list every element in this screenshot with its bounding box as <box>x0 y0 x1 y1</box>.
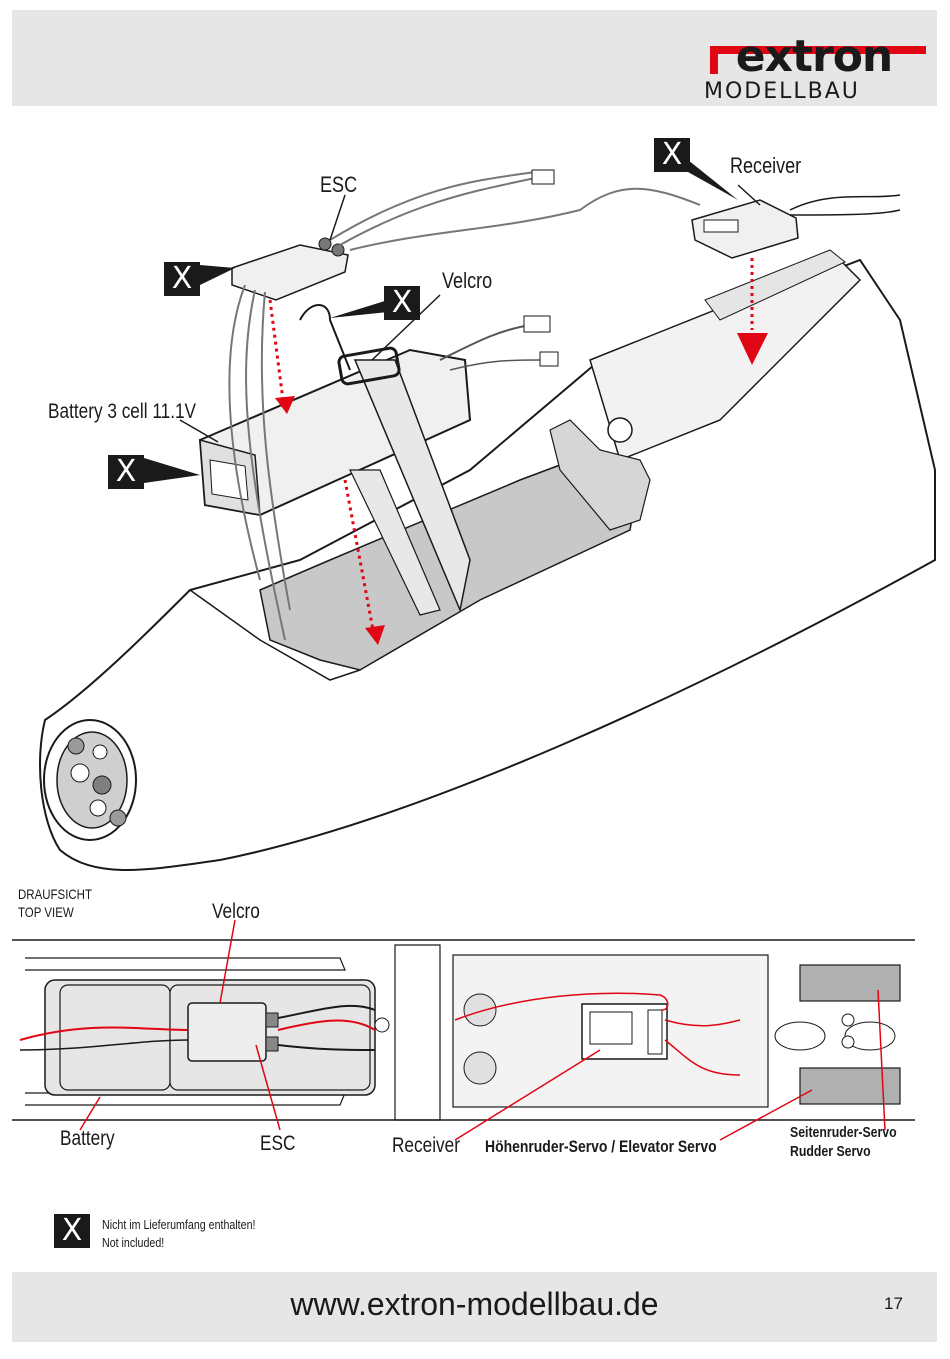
page-number: 17 <box>884 1294 903 1314</box>
label-esc-top: ESC <box>260 1132 295 1156</box>
label-receiver-top: Receiver <box>392 1134 460 1158</box>
legend-text-de: Nicht im Lieferumfang enthalten! <box>102 1217 255 1232</box>
not-included-x-velcro: X <box>384 286 420 320</box>
label-battery: Battery 3 cell 11.1V <box>48 400 196 424</box>
label-receiver: Receiver <box>730 153 801 179</box>
label-elevator-servo: Höhenruder-Servo / Elevator Servo <box>485 1137 717 1157</box>
legend-x-mark: X <box>54 1214 90 1248</box>
not-included-x-esc: X <box>164 262 200 296</box>
label-rudder-servo-en: Rudder Servo <box>790 1143 871 1160</box>
label-view-en: TOP VIEW <box>18 904 74 920</box>
not-included-x-battery: X <box>108 455 144 489</box>
website-url: www.extron-modellbau.de <box>12 1286 937 1323</box>
label-battery-top: Battery <box>60 1127 115 1151</box>
label-esc: ESC <box>320 172 357 198</box>
label-velcro-top: Velcro <box>212 900 260 924</box>
label-rudder-servo-de: Seitenruder-Servo <box>790 1124 897 1141</box>
label-velcro: Velcro <box>442 268 492 294</box>
not-included-x-receiver: X <box>654 138 690 172</box>
label-view-de: DRAUFSICHT <box>18 886 92 902</box>
footer-band: www.extron-modellbau.de 17 <box>12 1272 937 1342</box>
legend-text-en: Not included! <box>102 1235 164 1250</box>
